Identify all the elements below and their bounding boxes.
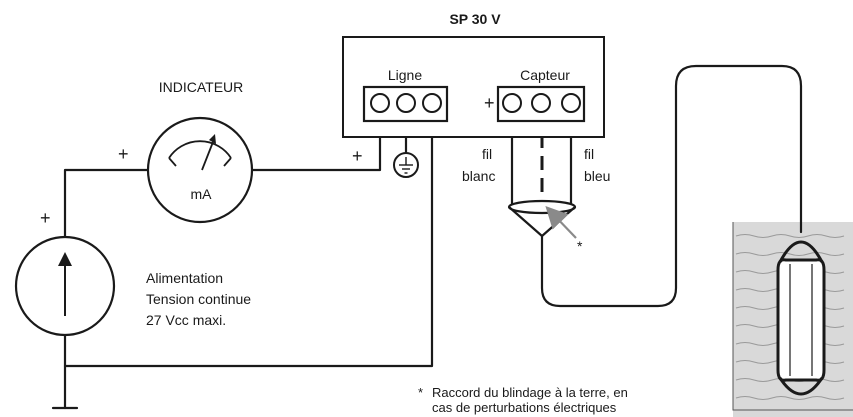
power-supply xyxy=(14,235,116,337)
cable-to-probe xyxy=(540,64,803,308)
note-line-1: Raccord du blindage à la terre, en xyxy=(432,385,628,400)
capteur-label: Capteur xyxy=(520,67,570,83)
probe-cap-top xyxy=(778,240,824,263)
blue-wire-label-2: bleu xyxy=(584,168,610,184)
ligne-label: Ligne xyxy=(388,67,422,83)
indicator-needle xyxy=(201,141,214,171)
indicator-scale-right xyxy=(223,157,232,167)
note-star: * xyxy=(418,385,423,400)
needle-head xyxy=(209,134,216,144)
indicator: INDICATEUR mA xyxy=(146,79,254,224)
wiring xyxy=(51,64,803,410)
indicator-plus: + xyxy=(118,144,129,164)
probe-body xyxy=(776,258,826,382)
probe-cap-bottom xyxy=(778,377,824,396)
cable-gland xyxy=(507,199,577,238)
wire-supply-to-indicator xyxy=(63,168,150,242)
capteur-terminals xyxy=(502,93,581,113)
earth-symbol xyxy=(393,152,419,178)
indicator-unit: mA xyxy=(191,186,213,202)
capteur-plus: + xyxy=(484,93,495,113)
water-tank xyxy=(732,222,853,417)
white-wire-label-2: blanc xyxy=(462,168,495,184)
shield-arrow xyxy=(545,206,577,239)
supply-line-3: 27 Vcc maxi. xyxy=(146,312,226,328)
note-line-2: cas de perturbations électriques xyxy=(432,400,617,415)
device-title: SP 30 V xyxy=(449,11,501,27)
supply-plus: + xyxy=(40,208,51,228)
probe xyxy=(776,240,826,396)
gland-top xyxy=(507,199,577,215)
white-wire-label-1: fil xyxy=(482,146,492,162)
blue-wire-label-1: fil xyxy=(584,146,594,162)
supply-line-1: Alimentation xyxy=(146,270,223,286)
supply-line-2: Tension continue xyxy=(146,291,251,307)
indicator-circle xyxy=(146,116,254,224)
shield-asterisk: * xyxy=(577,238,583,254)
ligne-plus: + xyxy=(352,146,363,166)
wire-return xyxy=(63,110,434,368)
device-sp30v: SP 30 V Ligne Capteur + xyxy=(342,11,605,138)
supply-arrow-head xyxy=(58,252,72,266)
indicator-scale-left xyxy=(168,157,177,167)
tank-walls xyxy=(732,222,853,411)
indicator-title: INDICATEUR xyxy=(159,79,244,95)
indicator-scale xyxy=(168,140,232,159)
ligne-terminals xyxy=(370,93,442,113)
